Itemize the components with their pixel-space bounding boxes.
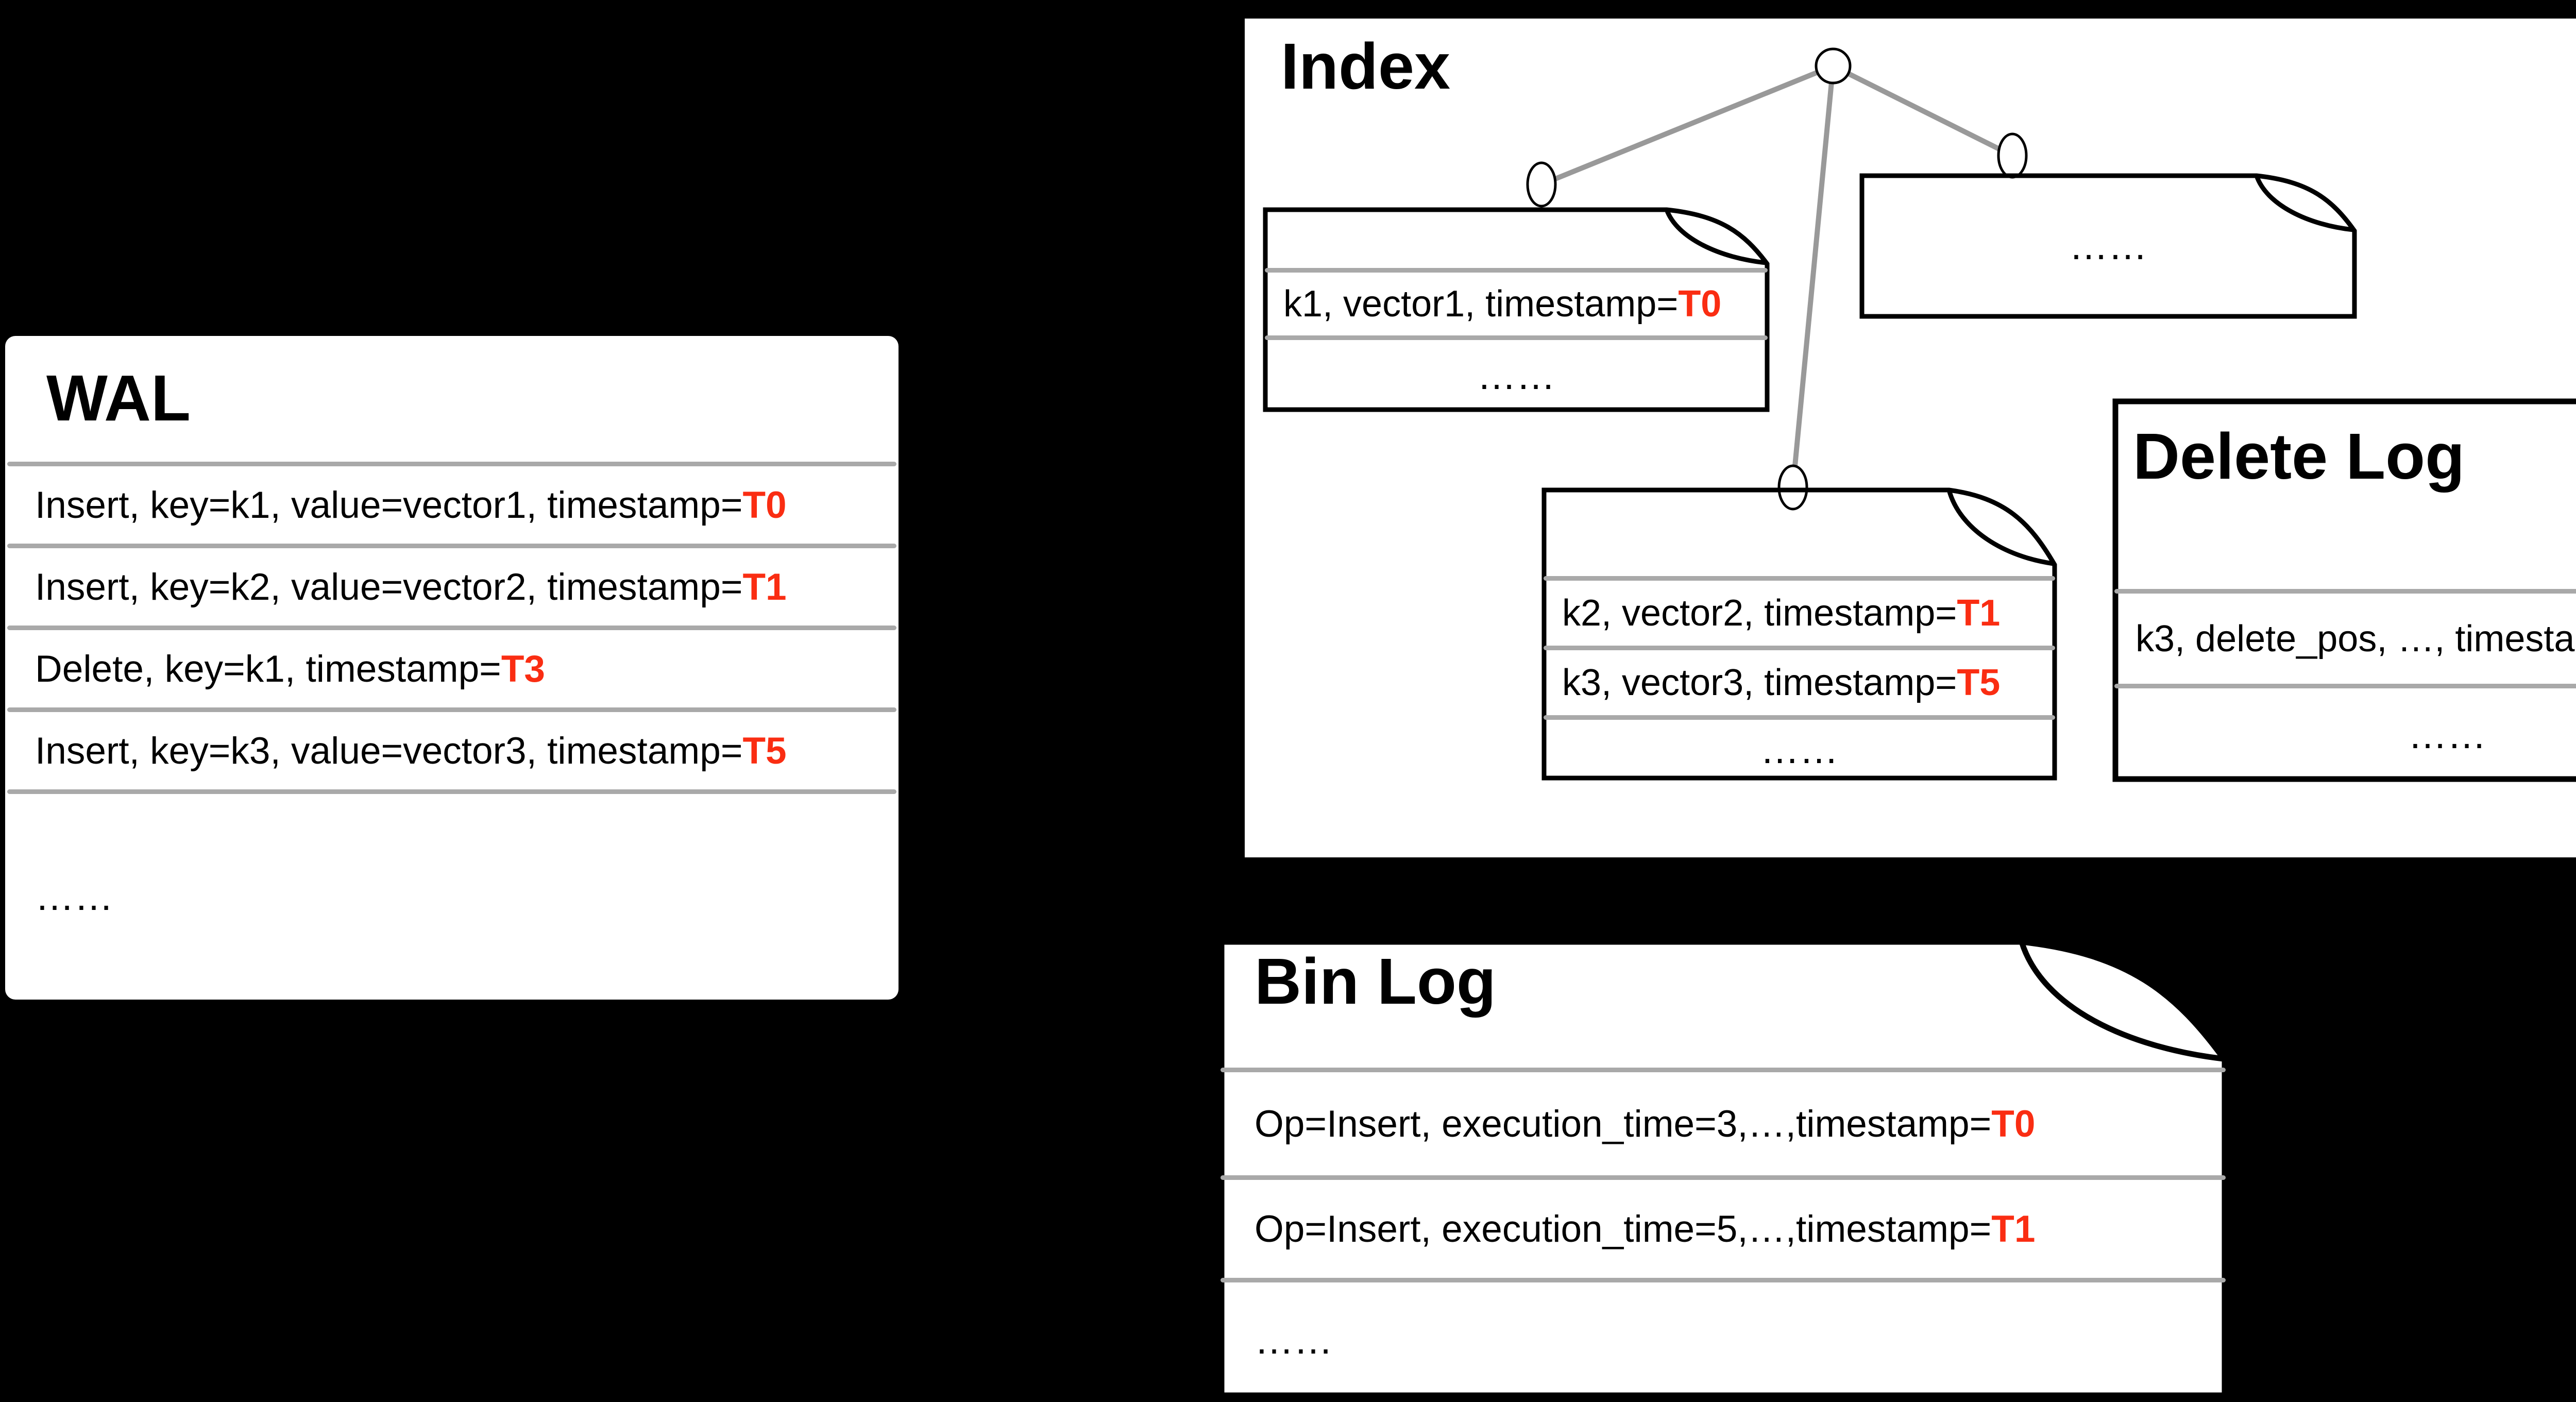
bin-log-row-ellipsis: …… bbox=[1218, 1282, 2228, 1398]
page-fold-crease bbox=[1664, 209, 1767, 265]
bin-log-document: Bin Log Op=Insert, execution_time=3,…,ti… bbox=[1218, 939, 2228, 1398]
ellipsis-text: …… bbox=[35, 874, 113, 919]
bin-log-row-1: Op=Insert, execution_time=3,…,timestamp=… bbox=[1218, 1072, 2228, 1175]
file-row-k2: k2, vector2, timestamp=T1 bbox=[1541, 581, 2057, 646]
bin-log-row-text: Op=Insert, execution_time=3,…,timestamp= bbox=[1255, 1103, 1992, 1145]
file-row-text: k1, vector1, timestamp= bbox=[1283, 283, 1679, 325]
timestamp-value: T1 bbox=[1991, 1208, 2036, 1250]
wal-title-label: WAL bbox=[46, 362, 191, 434]
index-panel: Index k1, vector1, timestamp=T0 bbox=[1239, 12, 2576, 864]
timestamp-value: T5 bbox=[1957, 662, 2001, 703]
file-row-ellipsis: …… bbox=[1859, 173, 2357, 319]
timestamp-value: T5 bbox=[742, 730, 787, 772]
wal-title: WAL bbox=[5, 336, 899, 462]
file-row-k3: k3, vector3, timestamp=T5 bbox=[1541, 650, 2057, 715]
index-title: Index bbox=[1281, 30, 1451, 103]
page-fold-crease bbox=[2254, 175, 2354, 232]
wal-row-ellipsis: …… bbox=[5, 794, 899, 1000]
row-divider bbox=[7, 626, 896, 630]
timestamp-value: T0 bbox=[742, 484, 787, 526]
document-page-icon bbox=[1859, 173, 2357, 319]
wal-row-delete-k1: Delete, key=k1, timestamp=T3 bbox=[5, 630, 899, 707]
file-row-text: k3, vector3, timestamp= bbox=[1562, 662, 1957, 703]
wal-panel: WAL Insert, key=k1, value=vector1, times… bbox=[5, 336, 899, 1000]
row-divider bbox=[7, 544, 896, 548]
row-divider bbox=[1544, 715, 2055, 720]
row-divider bbox=[1544, 646, 2055, 650]
document-page-icon bbox=[1541, 487, 2057, 781]
index-segment-file-k1: k1, vector1, timestamp=T0 …… bbox=[1263, 207, 1770, 412]
row-divider bbox=[1544, 576, 2055, 581]
file-row-k1: k1, vector1, timestamp=T0 bbox=[1263, 273, 1770, 335]
delete-log-row-text: k3, delete_pos, …, timestamp= bbox=[2136, 618, 2576, 660]
file-header-space bbox=[1263, 207, 1770, 268]
ellipsis-text: …… bbox=[2408, 713, 2486, 757]
row-divider bbox=[1221, 1068, 2226, 1072]
page-fold-crease bbox=[2019, 941, 2224, 1062]
document-page-icon bbox=[1263, 207, 1770, 412]
row-divider bbox=[7, 789, 896, 794]
tree-edge bbox=[1832, 63, 2014, 158]
ellipsis-text: …… bbox=[2069, 224, 2147, 268]
timestamp-value: T0 bbox=[1991, 1103, 2036, 1145]
timestamp-value: T0 bbox=[1678, 283, 1722, 325]
file-row-ellipsis: …… bbox=[1541, 720, 2057, 781]
row-divider bbox=[1265, 335, 1768, 340]
bin-log-row-2: Op=Insert, execution_time=5,…,timestamp=… bbox=[1218, 1180, 2228, 1278]
tree-node bbox=[1998, 134, 2026, 177]
row-divider bbox=[7, 462, 896, 466]
wal-row-insert-k3: Insert, key=k3, value=vector3, timestamp… bbox=[5, 712, 899, 789]
timestamp-value: T3 bbox=[501, 648, 546, 690]
file-header-space bbox=[1541, 487, 2057, 576]
file-row-text: k2, vector2, timestamp= bbox=[1562, 593, 1957, 634]
bin-log-title: Bin Log bbox=[1255, 945, 1496, 1018]
wal-row-insert-k2: Insert, key=k2, value=vector2, timestamp… bbox=[5, 548, 899, 626]
delete-log-row-k3: k3, delete_pos, …, timestamp=T3 bbox=[2112, 594, 2576, 684]
index-segment-file-more: …… bbox=[1859, 173, 2357, 319]
delete-log-row-ellipsis: …… bbox=[2112, 688, 2576, 782]
row-divider bbox=[1221, 1175, 2226, 1180]
tree-edge bbox=[1790, 65, 1836, 488]
row-divider bbox=[2114, 589, 2576, 594]
tree-edge bbox=[1540, 63, 1834, 187]
wal-row-text: Delete, key=k1, timestamp= bbox=[35, 648, 501, 690]
bin-log-row-text: Op=Insert, execution_time=5,…,timestamp= bbox=[1255, 1208, 1992, 1250]
row-divider bbox=[1265, 268, 1768, 273]
delete-log-document: Delete Log k3, delete_pos, …, timestamp=… bbox=[2112, 398, 2576, 782]
wal-row-text: Insert, key=k2, value=vector2, timestamp… bbox=[35, 566, 743, 608]
row-divider bbox=[2114, 684, 2576, 688]
delete-log-title: Delete Log bbox=[2133, 420, 2465, 493]
delete-log-title-band: Delete Log bbox=[2112, 398, 2576, 589]
wal-row-text: Insert, key=k1, value=vector1, timestamp… bbox=[35, 484, 743, 526]
tree-root-node bbox=[1816, 49, 1850, 83]
row-divider bbox=[7, 707, 896, 712]
bin-log-title-band: Bin Log bbox=[1218, 939, 2228, 1068]
wal-row-insert-k1: Insert, key=k1, value=vector1, timestamp… bbox=[5, 466, 899, 544]
index-segment-file-k2-k3: k2, vector2, timestamp=T1 k3, vector3, t… bbox=[1541, 487, 2057, 781]
ellipsis-text: …… bbox=[1760, 728, 1839, 772]
tree-node bbox=[1528, 163, 1555, 206]
file-row-ellipsis: …… bbox=[1263, 340, 1770, 412]
row-divider bbox=[1221, 1278, 2226, 1282]
ellipsis-text: …… bbox=[1477, 354, 1555, 398]
ellipsis-text: …… bbox=[1255, 1318, 1333, 1362]
timestamp-value: T1 bbox=[1957, 593, 2001, 634]
timestamp-value: T1 bbox=[742, 566, 787, 608]
wal-row-text: Insert, key=k3, value=vector3, timestamp… bbox=[35, 730, 743, 772]
page-fold-crease bbox=[1946, 489, 2054, 566]
